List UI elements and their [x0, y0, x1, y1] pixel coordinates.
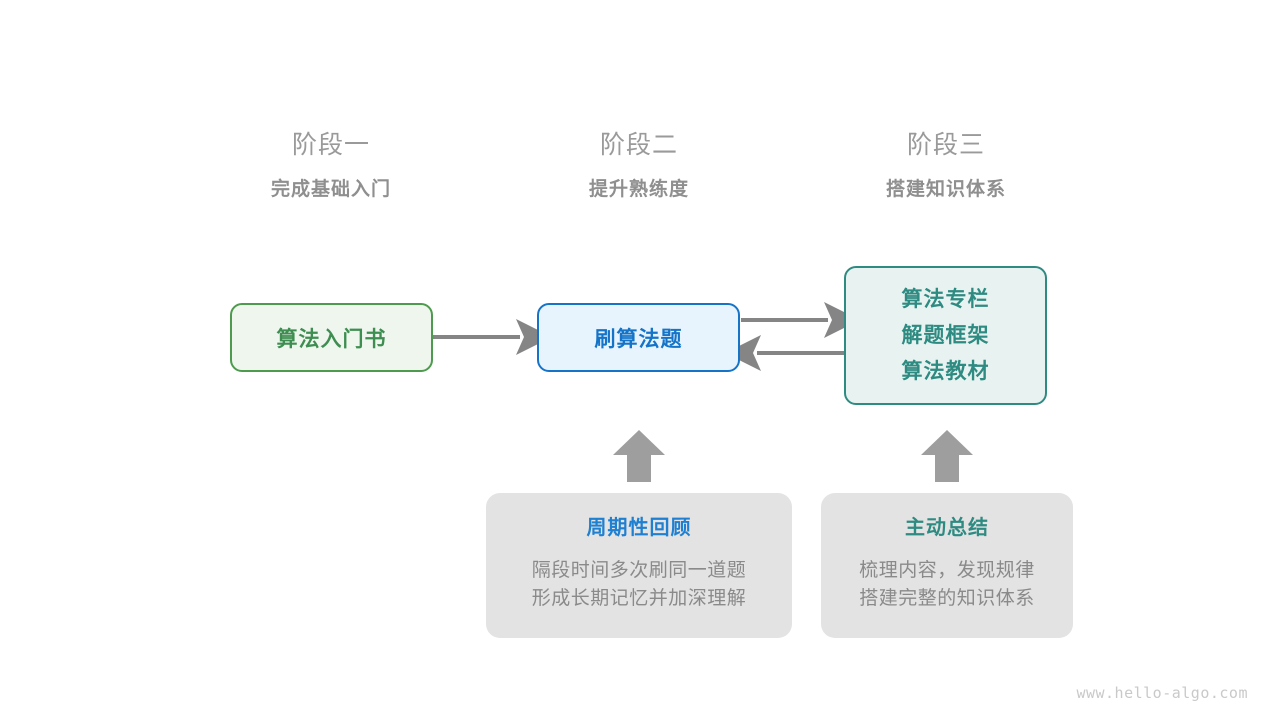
note-card-periodic-review-body: 隔段时间多次刷同一道题 形成长期记忆并加深理解 [486, 557, 792, 613]
stage-2-title: 阶段二 [599, 131, 678, 159]
node-learning-resources-line-2: 解题框架 [901, 323, 990, 347]
block-arrow-review-up [613, 430, 665, 482]
node-practice-problems[interactable]: 刷算法题 [537, 303, 740, 372]
stage-heading-1: 阶段一 完成基础入门 [201, 128, 461, 205]
node-algorithm-book-label: 算法入门书 [276, 327, 387, 351]
node-algorithm-book[interactable]: 算法入门书 [230, 303, 433, 372]
note-card-periodic-review-title: 周期性回顾 [586, 517, 692, 539]
stage-3-title: 阶段三 [906, 131, 985, 159]
stage-3-subtitle: 搭建知识体系 [885, 179, 1006, 200]
note-card-periodic-review[interactable]: 周期性回顾 隔段时间多次刷同一道题 形成长期记忆并加深理解 [486, 493, 792, 638]
note-card-periodic-review-line-1: 隔段时间多次刷同一道题 [531, 560, 747, 581]
block-arrow-summary-up [921, 430, 973, 482]
note-card-active-summary-line-2: 搭建完整的知识体系 [859, 588, 1035, 609]
node-learning-resources[interactable]: 算法专栏 解题框架 算法教材 [844, 266, 1047, 405]
stage-heading-2: 阶段二 提升熟练度 [509, 128, 769, 205]
node-learning-resources-line-1: 算法专栏 [901, 287, 990, 311]
stage-2-subtitle: 提升熟练度 [588, 179, 689, 200]
note-card-active-summary-line-1: 梳理内容，发现规律 [859, 560, 1035, 581]
node-learning-resources-line-3: 算法教材 [901, 359, 990, 383]
node-practice-problems-label: 刷算法题 [594, 327, 683, 351]
note-card-active-summary-title: 主动总结 [905, 517, 989, 539]
stage-1-title: 阶段一 [291, 131, 370, 159]
note-card-periodic-review-line-2: 形成长期记忆并加深理解 [531, 588, 747, 609]
note-card-active-summary[interactable]: 主动总结 梳理内容，发现规律 搭建完整的知识体系 [821, 493, 1073, 638]
note-card-active-summary-body: 梳理内容，发现规律 搭建完整的知识体系 [821, 557, 1073, 613]
watermark-url: www.hello-algo.com [1076, 684, 1248, 702]
stage-1-subtitle: 完成基础入门 [270, 179, 391, 200]
stage-heading-3: 阶段三 搭建知识体系 [816, 128, 1076, 205]
